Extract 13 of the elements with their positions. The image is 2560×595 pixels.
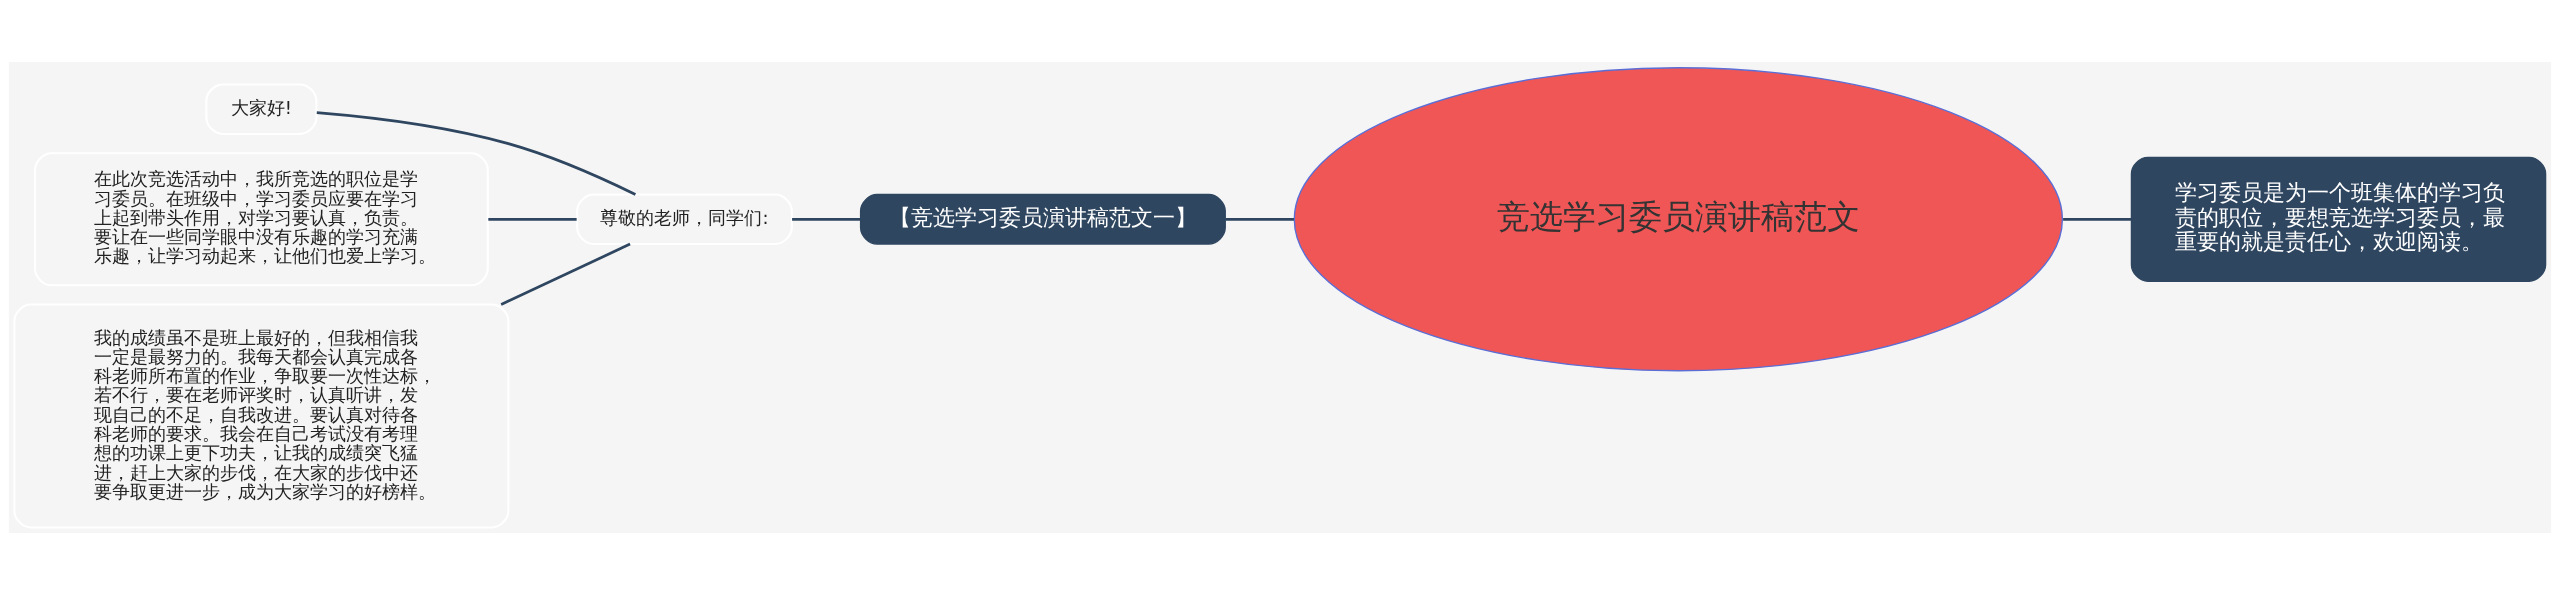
node-box: 在此次竞选活动中，我所竞选的职位是学习委员。在班级中，学习委员应要在学习上起到带头作用，对学习要认真，负责。要让在一些同学眼中没有乐趣的学习充满乐趣，让学习动起来，让他们也爱上学习。 (34, 152, 489, 287)
connector (316, 111, 637, 196)
connector (500, 242, 631, 306)
node-box: 我的成绩虽不是班上最好的，但我相信我一定是最努力的。我每天都会认真完成各科老师所布置的作业，争取要一次性达标，若不行，要在老师评奖时，认真听讲，发现自己的不足，自我改进。要认真对待各科老师的要求。我会在自己考试没有考理想的功课上更下功夫，让我的成绩突飞猛进，赶上大家的步伐，在大家的步伐中还要争取更进一步，成为大家学习的好榜样。 (13, 303, 510, 529)
connector (488, 217, 577, 221)
node-ellipse: 竞选学习委员演讲稿范文 (1293, 67, 2064, 372)
connector (2063, 217, 2132, 221)
node-box: 尊敬的老师，同学们: (576, 193, 793, 246)
connector (1225, 217, 1294, 221)
node-box: 【竞选学习委员演讲稿范文一】 (859, 193, 1226, 245)
connector (792, 217, 860, 221)
node-box: 大家好! (205, 83, 318, 135)
node-box: 学习委员是为一个班集体的学习负责的职位，要想竞选学习委员，最重要的就是责任心，欢迎阅读。 (2130, 156, 2547, 282)
